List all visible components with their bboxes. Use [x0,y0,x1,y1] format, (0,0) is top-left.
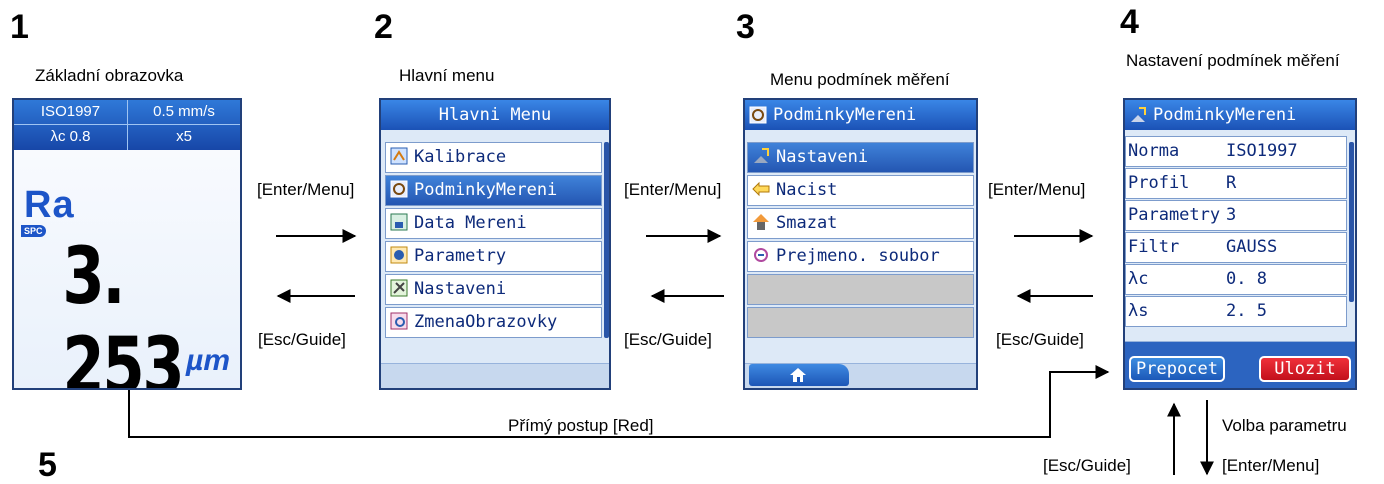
menu-item-label: Prejmeno. soubor [776,246,940,266]
menu-item-podminkymereni[interactable]: PodminkyMereni [385,175,602,206]
standard-value: ISO1997 [40,103,101,120]
data-icon [390,212,408,231]
menu-title-text: PodminkyMereni [773,105,917,125]
load-icon [752,179,770,197]
menu-title: Hlavni Menu [381,100,609,130]
menu-item-parametry[interactable]: Parametry [385,241,602,272]
menu-item-label: Nastaveni [776,147,869,167]
setting-label: Parametry [1128,205,1221,225]
condition-settings-screen: PodminkyMereni Norma ISO1997 Profil R Para… [1123,98,1357,390]
menu-item-zmenaobrazovky[interactable]: ZmenaObrazovky [385,307,602,338]
esc-guide-label-3: [Esc/Guide] [996,330,1084,349]
menu-item-kalibrace[interactable]: Kalibrace [385,142,602,173]
setting-row[interactable]: Profil R [1125,168,1347,199]
enter-menu-label-1: [Enter/Menu] [257,180,355,199]
scrollbar[interactable] [1349,142,1354,302]
save-button[interactable]: Ulozit [1259,356,1351,382]
parameter-label: Ra [24,184,75,226]
menu-item-smazat[interactable]: Smazat [747,208,974,239]
setting-label: Profil [1128,173,1190,193]
step-caption-2: Hlavní menu [399,66,495,85]
basic-screen: ISO1997 0.5 mm/s λc 0.8 x5 Ra SPC 3. 253… [12,98,242,390]
cutoff-value: λc 0.8 [50,128,91,145]
menu-item-nastaveni[interactable]: Nastaveni [747,142,974,173]
setting-row[interactable]: Norma ISO1997 [1125,136,1347,167]
rename-icon [752,245,770,263]
step-number-2: 2 [374,8,393,46]
screen-change-icon [390,311,408,330]
esc-guide-label-4: [Esc/Guide] [1043,456,1131,475]
scrollbar[interactable] [604,142,609,338]
menu-item-empty [747,274,974,305]
menu-footer [381,363,609,388]
step-number-1: 1 [10,8,29,46]
calibration-icon [390,146,408,165]
menu-item-label: PodminkyMereni [414,180,558,200]
setting-value: 3 [1226,205,1237,225]
menu-title: PodminkyMereni [1125,100,1355,130]
unit-label: µm [186,344,230,377]
step-number-5: 5 [38,446,57,484]
speed-value: 0.5 mm/s [153,103,215,120]
menu-item-nastaveni[interactable]: Nastaveni [385,274,602,305]
menu-item-prejmeno-soubor[interactable]: Prejmeno. soubor [747,241,974,272]
enter-menu-label-3: [Enter/Menu] [988,180,1086,199]
setting-label: Norma [1128,141,1180,161]
direct-route-arrow [128,365,1110,438]
menu-item-empty [747,307,974,338]
menu-item-label: Nacist [776,180,838,200]
menu-item-nacist[interactable]: Nacist [747,175,974,206]
step-caption-1: Základní obrazovka [35,66,184,85]
conditions-icon [390,179,408,198]
step-caption-4: Nastavení podmínek měření [1126,51,1340,70]
spc-badge: SPC [21,225,46,237]
setting-value: 2. 5 [1226,301,1267,321]
main-menu-screen: Hlavni Menu Kalibrace PodminkyMereni Dat… [379,98,611,390]
settings-icon [1129,104,1147,122]
param-select-label: Volba parametru [1222,416,1347,435]
menu-title: PodminkyMereni [745,100,976,130]
setting-row[interactable]: Filtr GAUSS [1125,232,1347,263]
step-number-4: 4 [1120,3,1139,41]
recalculate-button[interactable]: Prepocet [1129,356,1225,382]
settings-icon [390,278,408,297]
status-header: ISO1997 0.5 mm/s λc 0.8 x5 [14,100,240,150]
setting-label: λc [1128,269,1149,289]
enter-menu-label-2: [Enter/Menu] [624,180,722,199]
setting-label: Filtr [1128,237,1180,257]
setting-value: GAUSS [1226,237,1278,257]
home-button[interactable] [749,364,849,386]
setting-row[interactable]: λs 2. 5 [1125,296,1347,327]
enter-menu-label-4: [Enter/Menu] [1222,456,1320,475]
menu-item-label: Nastaveni [414,279,507,299]
delete-icon [752,212,770,230]
esc-guide-label-1: [Esc/Guide] [258,330,346,349]
menu-item-data-mereni[interactable]: Data Mereni [385,208,602,239]
menu-item-label: Kalibrace [414,147,507,167]
setting-value: ISO1997 [1226,141,1298,161]
esc-guide-label-2: [Esc/Guide] [624,330,712,349]
direct-route-label: Přímý postup [Red] [508,416,654,435]
menu-item-label: ZmenaObrazovky [414,312,558,332]
settings-icon [752,146,770,164]
setting-label: λs [1128,301,1149,321]
conditions-menu-screen: PodminkyMereni Nastaveni Nacist Smazat P… [743,98,978,390]
setting-value: R [1226,173,1237,193]
step-caption-3: Menu podmínek měření [770,70,950,89]
measurement-value: 3. 253 [62,232,184,390]
step-number-3: 3 [736,8,755,46]
count-value: x5 [176,128,192,145]
home-icon [789,367,807,388]
conditions-icon [749,104,767,124]
menu-title-text: PodminkyMereni [1153,105,1297,125]
setting-row[interactable]: λc 0. 8 [1125,264,1347,295]
parameters-icon [390,245,408,264]
menu-item-label: Data Mereni [414,213,527,233]
menu-item-label: Smazat [776,213,838,233]
setting-value: 0. 8 [1226,269,1267,289]
menu-item-label: Parametry [414,246,507,266]
